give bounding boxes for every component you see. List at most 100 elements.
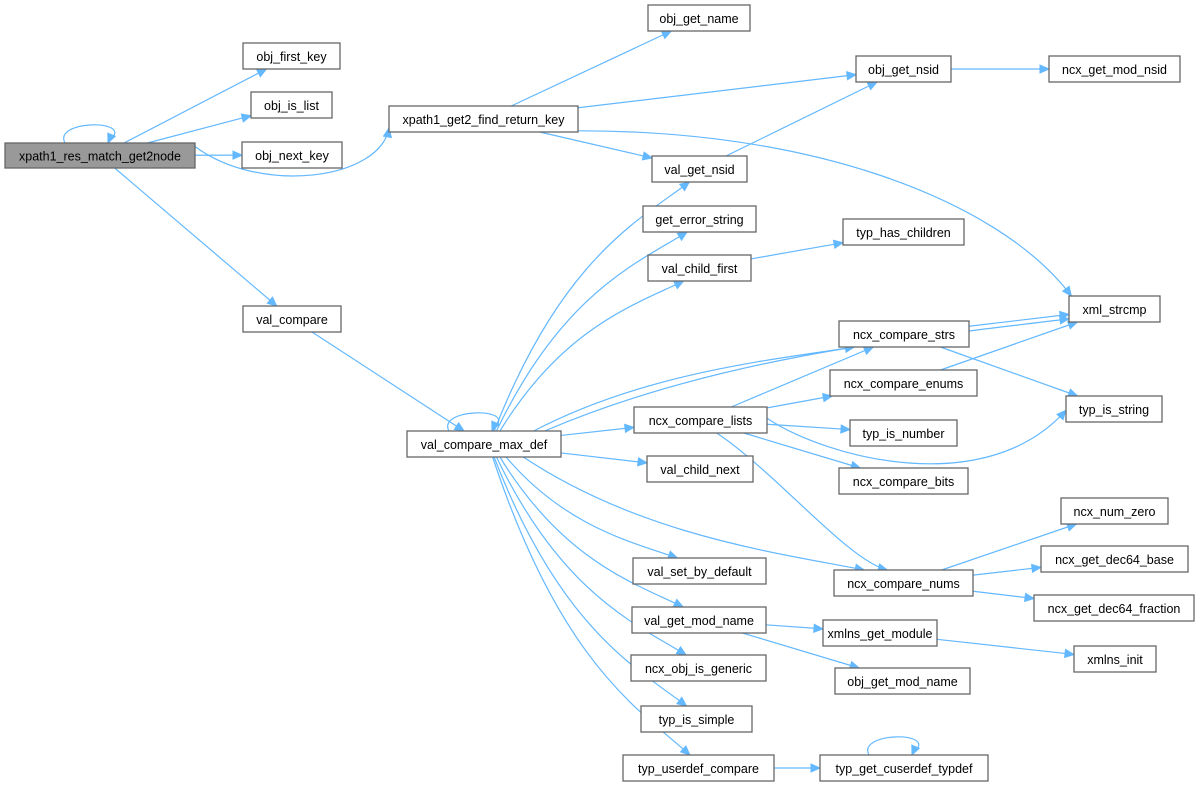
node-box[interactable] [1060,497,1169,525]
arrowhead-icon [675,645,688,656]
arrowhead-icon [672,598,685,608]
node-box[interactable] [642,205,757,233]
edge-val_compare_max_def-to-val_child_next [560,452,649,467]
node-box[interactable] [651,155,748,183]
edge-val_compare_max_def-to-xml_strcmp [544,315,1071,432]
node-label: obj_get_nsid [868,63,939,77]
node-box[interactable] [822,619,938,647]
node-box[interactable] [1033,594,1195,622]
edge-val_compare_max_def-to-ncx_obj_is_generic [495,456,688,656]
node-box[interactable] [242,42,341,70]
node-typ_is_simple[interactable]: typ_is_simple [640,705,753,733]
node-box[interactable] [647,254,752,282]
edge-line [526,130,1072,297]
node-box[interactable] [838,320,970,348]
node-ncx_compare_nums[interactable]: ncx_compare_nums [833,569,974,597]
node-ncx_get_dec64_base[interactable]: ncx_get_dec64_base [1040,545,1189,573]
arrowhead-icon [679,745,691,756]
node-ncx_compare_enums[interactable]: ncx_compare_enums [829,369,978,397]
edge-root-to-val_compare [114,167,278,307]
arrowhead-icon [676,696,688,707]
node-box[interactable] [1068,295,1161,323]
node-box[interactable] [849,419,958,447]
node-label: typ_get_cuserdef_typdef [836,762,973,776]
node-box[interactable] [250,91,333,119]
node-ncx_compare_bits[interactable]: ncx_compare_bits [838,467,969,495]
edge-val_get_mod_name-to-xmlns_get_module [765,623,825,633]
node-box[interactable] [630,654,767,682]
node-box[interactable] [406,430,562,458]
node-val_compare[interactable]: val_compare [242,305,342,333]
node-box[interactable] [646,455,754,483]
node-box[interactable] [838,467,969,495]
node-typ_is_number[interactable]: typ_is_number [849,419,958,447]
node-ncx_obj_is_generic[interactable]: ncx_obj_is_generic [630,654,767,682]
node-label: xmlns_init [1087,653,1143,667]
arrowhead-icon [240,113,253,123]
node-obj_get_mod_name[interactable]: obj_get_mod_name [834,667,971,695]
edge-line [743,432,861,469]
node-typ_userdef_compare[interactable]: typ_userdef_compare [622,754,775,782]
nodes-layer: xpath1_res_match_get2nodeobj_first_keyob… [4,4,1195,782]
node-val_compare_max_def[interactable]: val_compare_max_def [406,430,562,458]
node-obj_next_key[interactable]: obj_next_key [241,141,343,169]
node-get_error_string[interactable]: get_error_string [642,205,757,233]
node-box[interactable] [242,305,342,333]
node-obj_is_list[interactable]: obj_is_list [250,91,333,119]
node-box[interactable] [855,55,952,83]
arrowhead-icon [624,423,636,434]
node-label: ncx_compare_nums [847,577,960,591]
node-obj_first_key[interactable]: obj_first_key [242,42,341,70]
node-box[interactable] [632,557,767,585]
node-val_get_nsid[interactable]: val_get_nsid [651,155,748,183]
edge-xpath1_get2_find_return_key-to-obj_get_name [510,30,673,107]
node-root[interactable]: xpath1_res_match_get2node [4,142,196,169]
edge-line [940,346,1078,397]
node-typ_get_cuserdef_typdef[interactable]: typ_get_cuserdef_typdef [819,754,989,782]
node-box[interactable] [819,754,989,782]
node-box[interactable] [1073,645,1157,673]
node-ncx_get_mod_nsid[interactable]: ncx_get_mod_nsid [1048,55,1181,83]
node-ncx_num_zero[interactable]: ncx_num_zero [1060,497,1169,525]
edge-line [765,624,824,630]
arrowhead-icon [862,346,875,356]
edge-typ_userdef_compare-to-typ_get_cuserdef_typdef [774,763,822,773]
node-label: ncx_num_zero [1074,505,1156,519]
node-val_set_by_default[interactable]: val_set_by_default [632,557,767,585]
node-box[interactable] [640,705,753,733]
node-box[interactable] [1065,395,1163,423]
node-val_child_next[interactable]: val_child_next [646,455,754,483]
node-box[interactable] [1048,55,1181,83]
node-obj_get_name[interactable]: obj_get_name [647,4,751,32]
node-obj_get_nsid[interactable]: obj_get_nsid [855,55,952,83]
node-box[interactable] [633,406,768,434]
node-box[interactable] [4,142,196,169]
node-box[interactable] [631,606,767,634]
edge-ncx_compare_nums-to-ncx_get_dec64_base [972,563,1043,576]
edge-root-to-root [63,124,117,145]
node-box[interactable] [622,754,775,782]
node-box[interactable] [1040,545,1189,573]
node-typ_has_children[interactable]: typ_has_children [842,218,965,246]
node-box[interactable] [829,369,978,397]
node-xml_strcmp[interactable]: xml_strcmp [1068,295,1161,323]
node-xmlns_init[interactable]: xmlns_init [1073,645,1157,673]
node-box[interactable] [647,4,751,32]
node-label: ncx_get_dec64_fraction [1048,602,1181,616]
node-box[interactable] [834,667,971,695]
node-typ_is_string[interactable]: typ_is_string [1065,395,1163,423]
node-val_get_mod_name[interactable]: val_get_mod_name [631,606,767,634]
node-xpath1_get2_find_return_key[interactable]: xpath1_get2_find_return_key [388,105,579,133]
node-xmlns_get_module[interactable]: xmlns_get_module [822,619,938,647]
node-box[interactable] [388,105,579,133]
node-label: xpath1_get2_find_return_key [403,113,566,127]
edge-line [936,638,1075,656]
node-ncx_compare_lists[interactable]: ncx_compare_lists [633,406,768,434]
node-ncx_compare_strs[interactable]: ncx_compare_strs [838,320,970,348]
node-box[interactable] [833,569,974,597]
node-box[interactable] [842,218,965,246]
node-box[interactable] [241,141,343,169]
node-val_child_first[interactable]: val_child_first [647,254,752,282]
arrowhead-icon [678,181,691,192]
node-ncx_get_dec64_fraction[interactable]: ncx_get_dec64_fraction [1033,594,1195,622]
